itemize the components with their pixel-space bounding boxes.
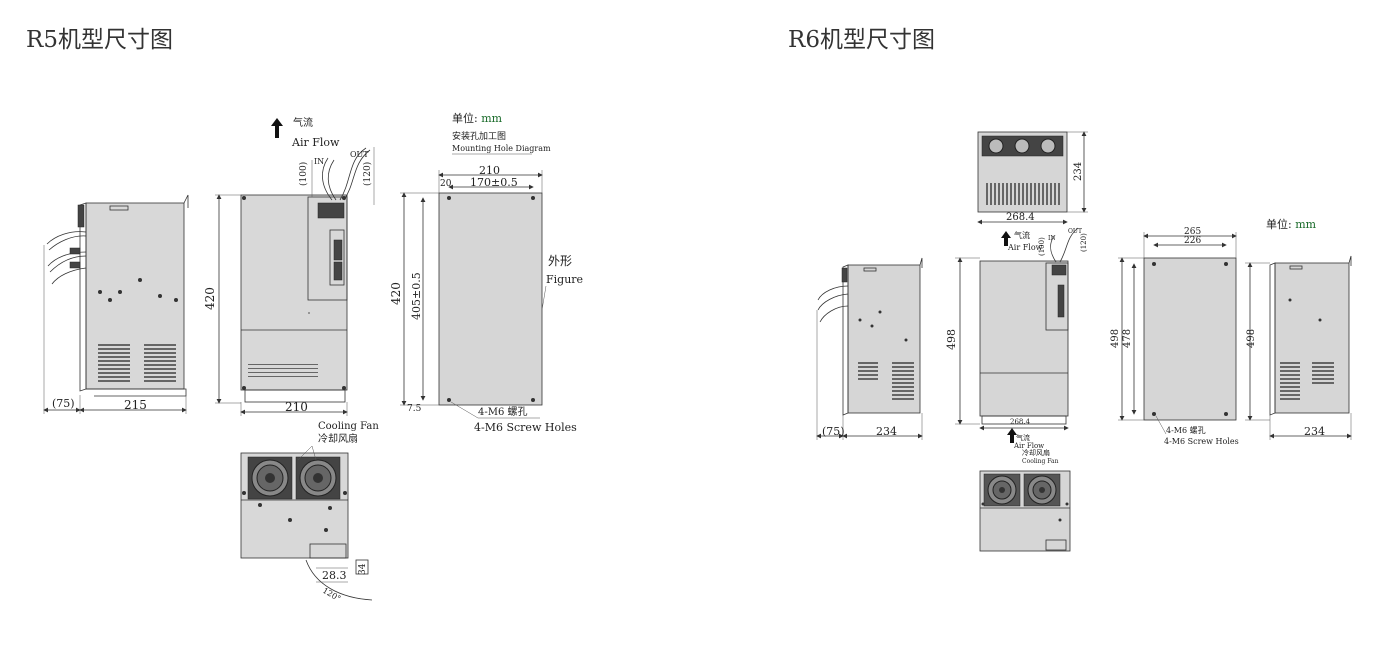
r5-out-label: OUT <box>350 150 369 159</box>
r5-dim-34: 34 <box>358 563 368 575</box>
r6-dim-75: (75) <box>822 425 845 438</box>
r5-mount-en: Mounting Hole Diagram <box>452 144 551 153</box>
r5-dim-120: (120) <box>362 162 373 186</box>
r5-fan-right-icon <box>295 456 341 500</box>
r5-airflow-en: Air Flow <box>291 136 340 149</box>
r6-airflow-arrow-icon <box>1001 231 1011 246</box>
r5-holes-cn: 4-M6 螺孔 <box>478 406 528 418</box>
r6-holes-cn: 4-M6 螺孔 <box>1166 425 1206 435</box>
r5-figure-cn: 外形 <box>548 254 572 268</box>
r5-front-view: 420 210 <box>203 194 348 416</box>
r6-side-vent-right <box>892 362 914 400</box>
r5-dim-7-5: 7.5 <box>407 404 422 414</box>
r6-section-title: R6机型尺寸图 <box>788 27 935 53</box>
r5-cooling-fan-cn: 冷却风扇 <box>318 432 358 445</box>
r5-bottom-view: Cooling Fan 冷却风扇 28.3 34 120° <box>240 312 379 603</box>
r5-dim-215: 215 <box>124 398 147 412</box>
r6-side-vent-left <box>858 362 878 380</box>
r5-dim-100: (100) <box>298 162 309 186</box>
r6-bottom-airflow-arrow-icon <box>1007 428 1017 443</box>
r6-dim-498-right: 498 <box>1246 329 1257 348</box>
r6-mount-plate <box>1143 257 1237 421</box>
r5-dim-28-3: 28.3 <box>322 569 347 582</box>
r6-dim-498-mount: 498 <box>1110 329 1121 348</box>
r5-airflow-arrow-icon <box>271 118 283 138</box>
r6-cooling-fan-cn: 冷却风扇 <box>1022 448 1050 457</box>
r6-airflow-en: Air Flow <box>1007 243 1043 252</box>
r5-cooling-fan-en: Cooling Fan <box>318 421 379 432</box>
r6-fan-right-icon <box>1023 473 1061 507</box>
r6-dim-268-4-top: 268.4 <box>1006 212 1035 223</box>
r5-mounting-diagram: 单位: mm 安装孔加工图 Mounting Hole Diagram 210 … <box>389 111 583 434</box>
r5-dim-420-side: 420 <box>203 287 217 310</box>
r6-in-label: IN <box>1048 235 1056 242</box>
r6-dim-234-top: 234 <box>1073 162 1084 181</box>
r5-holes-en: 4-M6 Screw Holes <box>474 421 577 434</box>
r5-dim-120deg: 120° <box>321 586 342 603</box>
r5-dim-210-front: 210 <box>285 400 308 414</box>
r6-unit: 单位: mm <box>1266 217 1317 231</box>
r6-top-view: 234 268.4 <box>977 131 1088 225</box>
r6-bottom-view: 气流 Air Flow 冷却风扇 Cooling Fan <box>979 428 1071 552</box>
r6-side-view: (75) 234 <box>816 257 923 440</box>
r6-right-vent-right <box>1312 362 1334 384</box>
r6-dim-120: (120) <box>1080 233 1088 252</box>
r6-top-vent <box>986 183 1060 205</box>
r5-dim-170: 170±0.5 <box>470 176 518 189</box>
r6-dim-226: 226 <box>1184 236 1201 246</box>
r6-dim-234-side: 234 <box>876 425 897 438</box>
r6-fan-left-icon <box>983 473 1021 507</box>
r5-figure-en: Figure <box>546 273 583 286</box>
r6-dim-498-front: 498 <box>945 329 958 350</box>
r6-mounting-diagram: 265 226 498 478 4-M6 螺孔 4-M6 Screw Holes <box>1110 227 1239 446</box>
r5-side-vent-right <box>144 344 176 382</box>
r6-dim-478: 478 <box>1122 329 1133 348</box>
r6-airflow-cn-bottom: 气流 <box>1016 433 1030 442</box>
r6-cooling-fan-en: Cooling Fan <box>1022 458 1059 465</box>
r5-dim-75: (75) <box>52 397 75 410</box>
r6-right-side-view: 498 234 <box>1245 255 1352 440</box>
r6-airflow-cn: 气流 <box>1014 230 1030 240</box>
r5-dim-210-mount: 210 <box>479 164 500 177</box>
r6-right-vent-left <box>1280 362 1300 400</box>
r5-airflow-group: 气流 Air Flow IN OUT (100) (120) <box>271 116 375 205</box>
r5-dim-405: 405±0.5 <box>410 272 423 320</box>
r5-side-vent-left <box>98 344 130 382</box>
r6-out-label: OUT <box>1068 228 1082 235</box>
r6-dim-265: 265 <box>1184 227 1201 237</box>
r5-dim-20: 20 <box>440 179 452 189</box>
r5-mount-cn: 安装孔加工图 <box>452 130 506 142</box>
r5-in-label: IN <box>314 157 324 166</box>
r5-unit: 单位: mm <box>452 111 503 125</box>
r5-side-view: (75) 215 <box>43 194 189 414</box>
r6-airflow-en-bottom: Air Flow <box>1013 442 1044 450</box>
r6-front-view: 气流 Air Flow IN OUT (100) (120) 498 268.4 <box>945 227 1088 431</box>
r6-dim-100: (100) <box>1038 237 1046 256</box>
r6-holes-en: 4-M6 Screw Holes <box>1164 437 1239 446</box>
r6-dim-234-right: 234 <box>1304 425 1325 438</box>
r5-dim-420-mount: 420 <box>389 282 403 305</box>
r6-dim-268-4-bottom: 268.4 <box>1010 418 1031 426</box>
r5-fan-left-icon <box>247 456 293 500</box>
r5-mount-plate <box>438 192 543 406</box>
r5-section-title: R5机型尺寸图 <box>26 27 173 53</box>
r5-airflow-cn: 气流 <box>293 116 313 129</box>
